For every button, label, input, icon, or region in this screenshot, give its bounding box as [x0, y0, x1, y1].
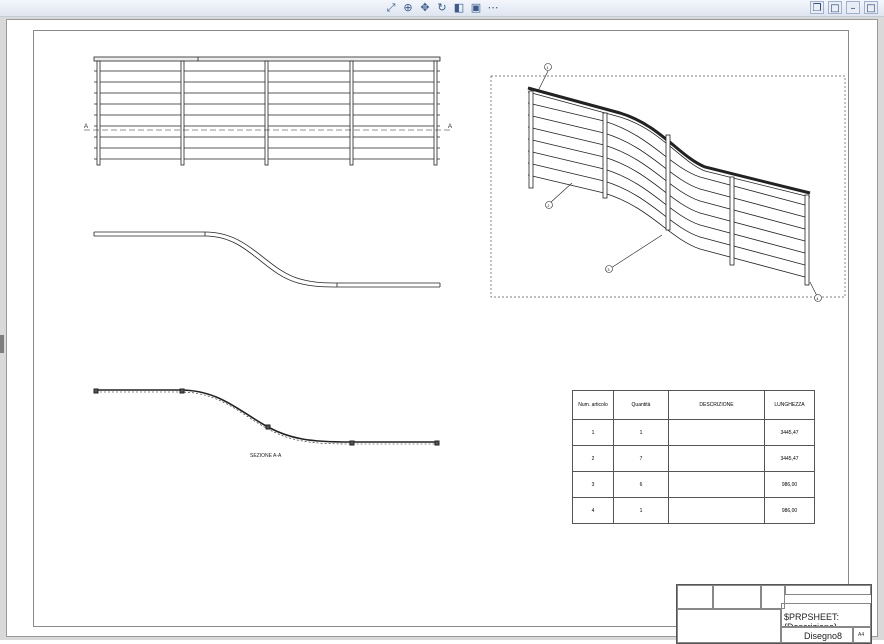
- balloon-3: 3: [608, 268, 610, 272]
- zoom-area-icon[interactable]: ⊕: [403, 1, 413, 14]
- bom-cell: 6: [613, 471, 669, 498]
- bom-row: 4 1 986,00: [572, 497, 815, 524]
- bom-header: Num. articolo: [572, 390, 614, 420]
- title-block-sheet-cell: A4: [853, 627, 871, 643]
- bom-cell: 3445,47: [764, 445, 815, 472]
- title-block-cell: [713, 585, 761, 609]
- section-marker-left: A: [84, 124, 88, 130]
- bom-cell: 3: [572, 471, 614, 498]
- balloon-4: 4: [817, 297, 819, 301]
- bom-header: Quantità: [613, 390, 669, 420]
- isometric-view[interactable]: 1 2 3 4: [490, 63, 846, 302]
- title-block[interactable]: $PRPSHEET:{Descrizione} Disegno8 A4: [676, 584, 872, 644]
- title-block-cell: [677, 585, 713, 609]
- front-view[interactable]: [84, 56, 450, 166]
- drawing-canvas[interactable]: A A SEZIONE A-A: [0, 17, 884, 644]
- bom-header-row: Num. articolo Quantità DESCRIZIONE LUNGH…: [572, 390, 815, 420]
- window-titlebar: ⤢ ⊕ ✥ ↻ ◧ ▣ ⋯ ❐ □ – □: [0, 0, 884, 17]
- sheet-size: A4: [858, 632, 865, 638]
- bom-row: 1 1 3445,47: [572, 419, 815, 446]
- drawing-sheet[interactable]: [6, 19, 878, 637]
- bom-cell: 7: [613, 445, 669, 472]
- bom-cell: 1: [613, 497, 669, 524]
- bom-cell: 986,00: [764, 471, 815, 498]
- pan-icon[interactable]: ✥: [420, 1, 430, 14]
- bom-header: LUNGHEZZA: [764, 390, 815, 420]
- balloon-2: 2: [548, 204, 550, 208]
- sheet-border: [33, 30, 849, 627]
- bom-cell: 3445,47: [764, 419, 815, 446]
- title-block-description-cell: $PRPSHEET:{Descrizione}: [781, 603, 871, 627]
- display-style-icon[interactable]: ▣: [470, 1, 482, 14]
- drawing-views: A A SEZIONE A-A: [84, 56, 846, 459]
- restore-icon[interactable]: ❐: [810, 1, 824, 14]
- bom-cell: [668, 497, 765, 524]
- top-view[interactable]: [93, 231, 441, 288]
- title-block-cell: [785, 585, 871, 595]
- minimize-icon[interactable]: –: [846, 1, 860, 14]
- close-icon[interactable]: □: [864, 1, 878, 14]
- section-view[interactable]: [93, 388, 440, 446]
- bom-cell: [668, 419, 765, 446]
- rotate-icon[interactable]: ↻: [437, 1, 447, 14]
- view-settings-icon[interactable]: ⋯: [487, 1, 499, 14]
- bom-cell: [668, 445, 765, 472]
- view-toolbar: ⤢ ⊕ ✥ ↻ ◧ ▣ ⋯: [384, 1, 500, 15]
- bom-cell: 1: [613, 419, 669, 446]
- window-controls: ❐ □ – □: [810, 1, 878, 14]
- panel-resize-handle[interactable]: [0, 335, 4, 353]
- section-label: SEZIONE A-A: [250, 453, 282, 459]
- balloon-1: 1: [547, 66, 549, 70]
- drawing-name: Disegno8: [804, 631, 843, 641]
- bom-cell: 1: [572, 419, 614, 446]
- section-marker-right: A: [448, 124, 452, 130]
- maximize-icon[interactable]: □: [828, 1, 842, 14]
- bom-cell: 2: [572, 445, 614, 472]
- zoom-fit-icon[interactable]: ⤢: [386, 1, 396, 14]
- bom-row: 3 6 986,00: [572, 471, 815, 498]
- title-block-name-cell: Disegno8: [781, 627, 853, 643]
- bom-table[interactable]: Num. articolo Quantità DESCRIZIONE LUNGH…: [572, 390, 815, 524]
- bom-cell: 986,00: [764, 497, 815, 524]
- view-orientation-icon[interactable]: ◧: [453, 1, 465, 14]
- bom-cell: [668, 471, 765, 498]
- bom-row: 2 7 3445,47: [572, 445, 815, 472]
- title-block-grid: [677, 609, 781, 643]
- bom-cell: 4: [572, 497, 614, 524]
- drawing-description: $PRPSHEET:{Descrizione}: [784, 612, 840, 627]
- bom-header: DESCRIZIONE: [668, 390, 765, 420]
- title-block-cell: [761, 585, 785, 609]
